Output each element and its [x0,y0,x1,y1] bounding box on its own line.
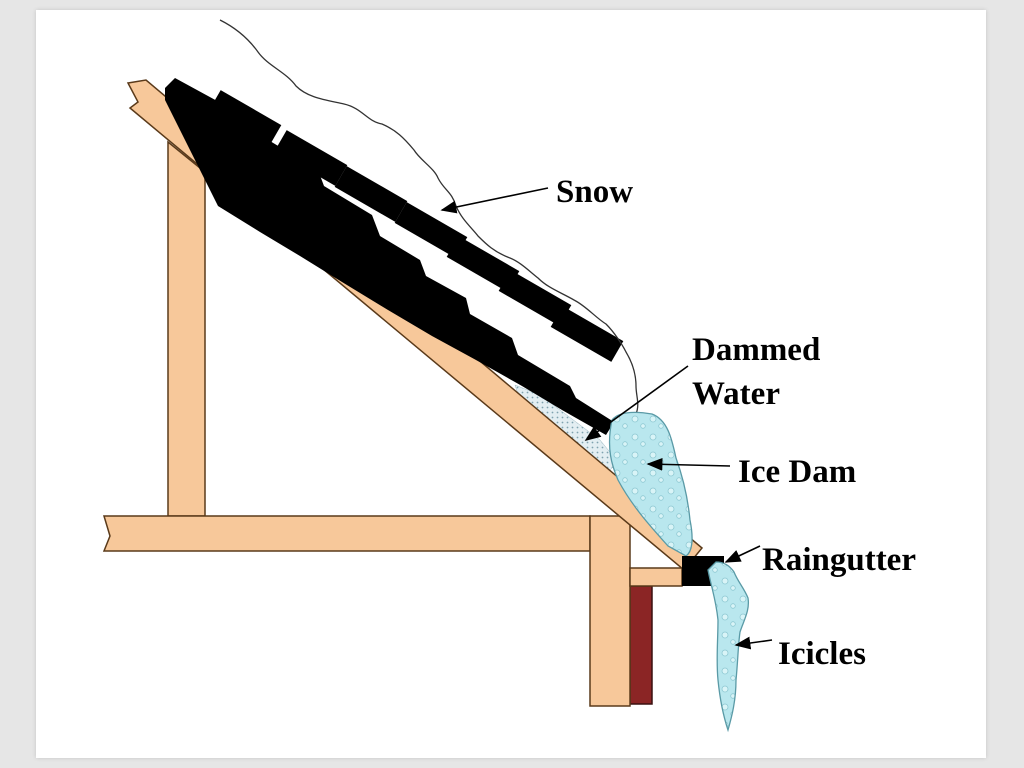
wall-stud [589,515,631,707]
raingutter-label: Raingutter [762,542,916,578]
ceiling-joist [102,515,591,552]
icicles-arrow [734,636,773,650]
roof-shingles [165,78,614,435]
vertical-post-left [167,140,206,517]
raingutter-arrow [724,545,761,563]
snow-arrow [440,187,549,214]
dammed-water-label-line1: Dammed [692,332,820,368]
icicles [707,561,750,733]
ice-dam-label: Ice Dam [738,454,856,490]
dammed-water-arrow [584,365,689,441]
icicles-label: Icicles [778,636,866,672]
snow-label: Snow [556,174,633,210]
dammed-water-label-line2: Water [692,376,780,412]
ice-dam-arrow [646,457,731,471]
soffit-board [629,567,683,587]
snow-outline [219,19,639,415]
shingle-steps [208,90,624,362]
ice-dam [608,411,693,557]
exterior-wall [629,585,653,705]
